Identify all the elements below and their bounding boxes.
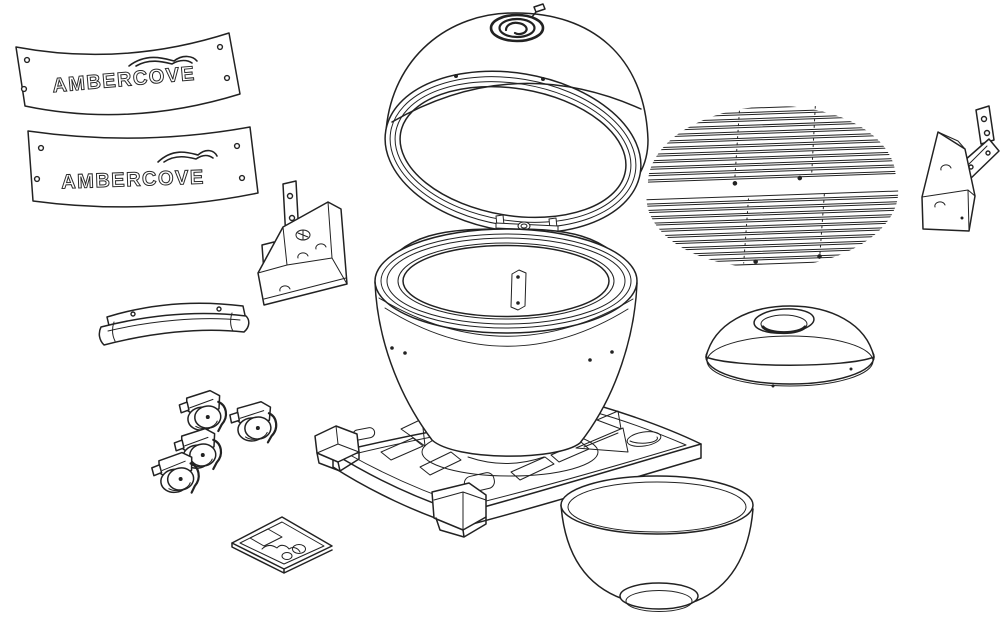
nameplate-top: AMBERCOVE xyxy=(15,32,241,116)
wave-swoosh-icon xyxy=(128,55,198,67)
base-corner-foot-front xyxy=(431,482,487,538)
base-cutout xyxy=(400,418,426,447)
band-bolt xyxy=(403,351,407,355)
caster-wheel xyxy=(177,388,229,436)
cooking-grate-lower xyxy=(646,190,901,269)
rivet-hole xyxy=(223,74,231,82)
nameplate-bottom: AMBERCOVE xyxy=(27,126,259,208)
bowl-foot xyxy=(619,582,699,610)
shelf-bracket-right xyxy=(921,105,1000,232)
handle-screw-hole xyxy=(130,311,136,317)
brand-wordmark: AMBERCOVE xyxy=(61,167,205,194)
caster-wheel xyxy=(228,399,279,446)
body-band xyxy=(378,297,634,347)
base-cutout xyxy=(419,451,462,476)
rivet-hole xyxy=(20,85,28,93)
band-bolt xyxy=(390,346,394,350)
rivet-hole xyxy=(216,43,224,51)
firebox-bowl xyxy=(560,475,754,612)
base-cutout xyxy=(510,456,555,481)
band-bolt xyxy=(610,350,614,354)
rivet-hole xyxy=(238,174,246,182)
grate-foot xyxy=(817,254,822,259)
base-cutout-oval xyxy=(626,431,662,447)
base-corner-foot-left xyxy=(314,425,360,472)
grate-foot xyxy=(797,175,803,181)
vent-slide-plate xyxy=(231,516,333,574)
grate-foot xyxy=(732,180,738,186)
base-cutout xyxy=(380,437,424,461)
rivet-hole xyxy=(23,56,31,64)
base-cutout xyxy=(575,427,629,453)
caster-set xyxy=(149,388,279,499)
vent-knob xyxy=(531,3,546,18)
vent-spiral xyxy=(504,21,528,36)
dome-lid xyxy=(384,3,649,234)
cooking-grate-upper xyxy=(645,102,896,186)
lift-handle xyxy=(98,302,250,346)
band-bolt xyxy=(588,358,592,362)
lid-band xyxy=(391,82,642,123)
grill-body xyxy=(374,228,638,464)
handle-screw-hole xyxy=(216,306,222,312)
top-vent xyxy=(489,3,546,43)
base-cutout xyxy=(596,410,622,430)
inner-bracket-tab xyxy=(510,269,527,311)
lid-rivet xyxy=(454,74,458,78)
wave-swoosh-icon xyxy=(157,149,218,163)
rivet-hole xyxy=(33,175,41,183)
heat-deflector-dome xyxy=(705,305,875,388)
shelf-bracket-left xyxy=(257,180,348,306)
rivet-hole xyxy=(37,144,45,152)
grate-foot xyxy=(753,259,758,264)
lid-rivet xyxy=(541,77,545,81)
rivet-hole xyxy=(233,142,241,150)
cart-base xyxy=(314,405,702,538)
